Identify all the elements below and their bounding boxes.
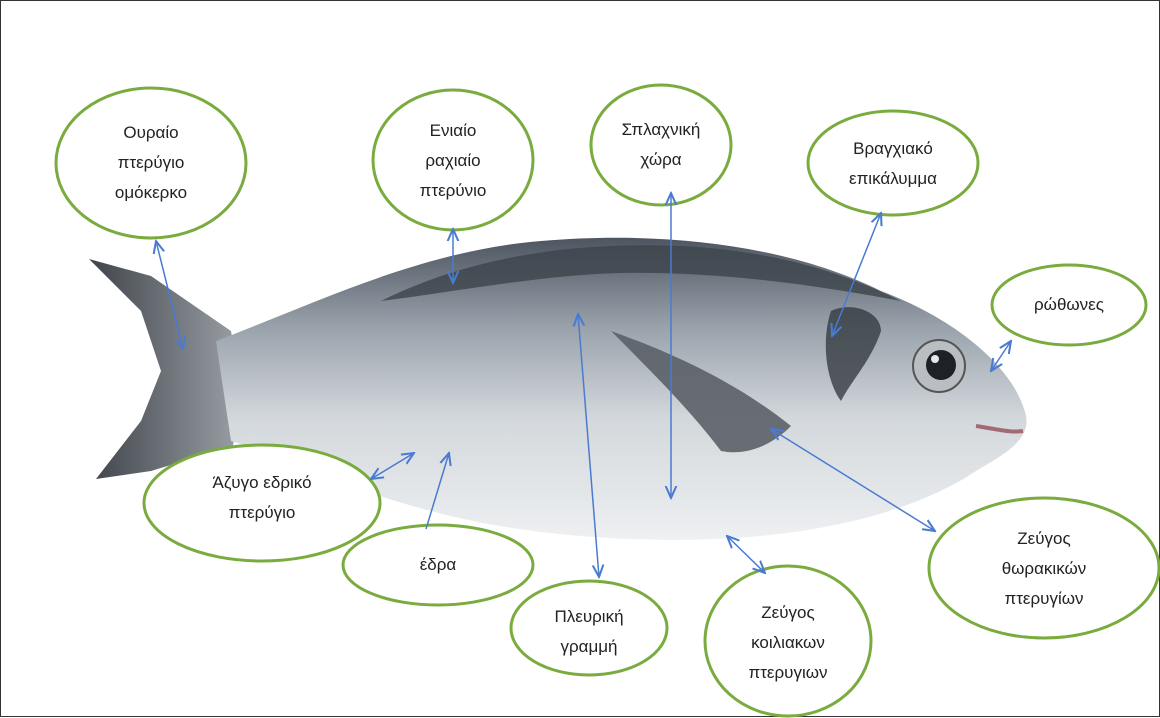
label-gill-cover: Βραγχιακό επικάλυμμα — [818, 134, 968, 194]
label-visceral-cavity: Σπλαχνική χώρα — [601, 114, 721, 176]
arrow-nostrils — [991, 341, 1011, 371]
fish-eye-highlight — [931, 355, 939, 363]
fish-eye-pupil — [926, 350, 956, 380]
label-anal-fin: Άζυγο εδρικό πτερύγιο — [162, 467, 362, 529]
label-pelvic-fins: Ζεύγος κοιλιακων πτερυγιων — [723, 595, 853, 690]
tail-fin-shape — [89, 259, 241, 479]
label-anus: έδρα — [378, 549, 498, 581]
label-lateral-line: Πλευρική γραμμή — [524, 601, 654, 663]
label-dorsal-fin: Ενιαίο ραχιαίο πτερύνιο — [388, 113, 518, 208]
arrow-pelvic-fins — [727, 536, 765, 573]
label-nostrils: ρώθωνες — [1004, 289, 1134, 321]
label-caudal-fin: Ουραίο πτερύγιο ομόκερκο — [71, 108, 231, 218]
label-pectoral-fins: Ζεύγος θωρακικών πτερυγίων — [969, 521, 1119, 616]
